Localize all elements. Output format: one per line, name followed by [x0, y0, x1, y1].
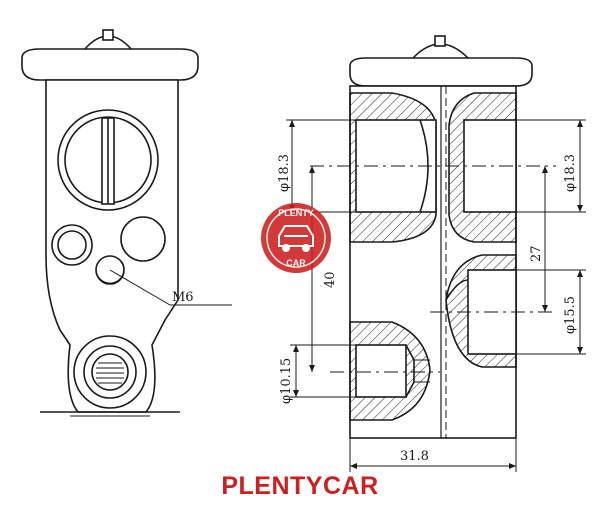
front-body — [45, 79, 179, 413]
front-cap-nipple — [102, 29, 114, 41]
front-hole-right — [120, 216, 166, 262]
m6-leader — [109, 269, 232, 306]
dim-len-40: 40 — [323, 271, 338, 288]
brand-caption: PLENTYCAR — [221, 472, 379, 500]
dimension-lines — [286, 119, 586, 472]
section-view — [349, 35, 533, 439]
front-view — [21, 29, 199, 417]
dim-dia-10-15: φ10.15 — [279, 358, 294, 404]
section-centerlines — [310, 165, 556, 373]
dim-dia-18-3-right: φ18.3 — [563, 154, 578, 192]
front-port-large — [57, 109, 159, 211]
dim-len-27: 27 — [529, 245, 544, 262]
dim-thread-m6: M6 — [172, 290, 194, 305]
section-cap-nipple — [434, 35, 446, 47]
plentycar-logo: PLENTY CAR — [261, 203, 331, 273]
dim-dia-18-3-left: φ18.3 — [277, 154, 292, 192]
section-flange — [349, 57, 533, 87]
logo-bottom-text: CAR — [286, 258, 306, 268]
dim-dia-15-5: φ15.5 — [563, 296, 578, 334]
car-icon — [278, 225, 314, 252]
dim-width-31-8: 31.8 — [400, 449, 429, 464]
front-bottom-boss — [73, 335, 147, 409]
front-flange — [21, 48, 199, 81]
front-hole-left — [51, 224, 93, 266]
logo-top-text: PLENTY — [278, 208, 314, 218]
